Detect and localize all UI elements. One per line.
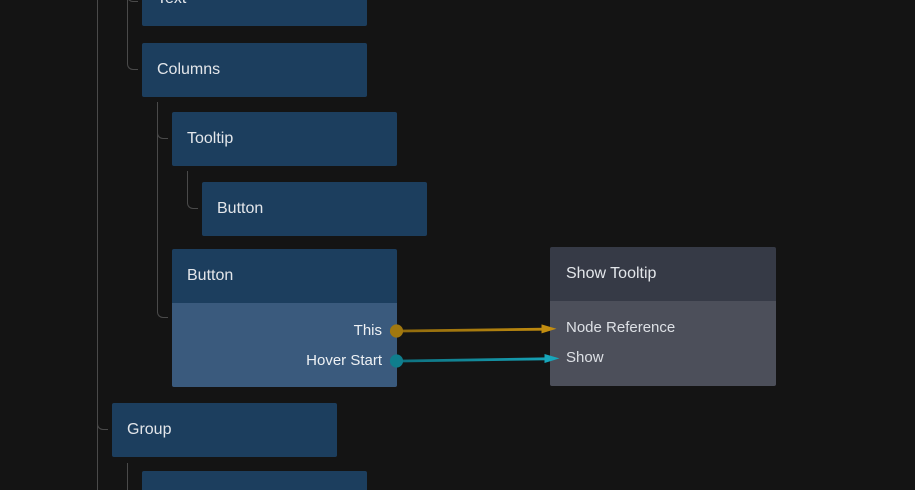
input-port-show[interactable]: Show xyxy=(566,349,604,366)
tree-node-columns-label: Columns xyxy=(157,61,221,78)
tree-node-text[interactable]: Text xyxy=(142,0,367,26)
tree-node-group-label: Group xyxy=(127,421,172,438)
button-output-ports: This Hover Start xyxy=(172,303,397,387)
guide-elbow-group xyxy=(96,420,108,430)
output-port-this[interactable]: This xyxy=(353,322,382,339)
wire-hover-start-to-show[interactable] xyxy=(401,354,560,363)
tree-node-group[interactable]: Group xyxy=(112,403,337,457)
output-port-hover-start[interactable]: Hover Start xyxy=(306,352,382,369)
tree-node-text-label: Text xyxy=(142,0,186,8)
tree-node-tooltip-label: Tooltip xyxy=(187,130,234,147)
guide-line-level3 xyxy=(186,171,198,209)
action-node-show-tooltip[interactable]: Show Tooltip Node Reference Show xyxy=(550,247,776,386)
input-port-node-reference[interactable]: Node Reference xyxy=(566,319,676,336)
tree-node-tooltip-button[interactable]: Button xyxy=(202,182,427,236)
tree-node-button-header[interactable]: Button xyxy=(172,249,397,303)
guide-line-group-children xyxy=(126,463,128,490)
tree-node-tooltip[interactable]: Tooltip xyxy=(172,112,397,166)
guide-line-level2 xyxy=(156,102,168,318)
wire-this-to-node-reference[interactable] xyxy=(401,324,557,334)
action-node-title: Show Tooltip xyxy=(566,265,657,282)
tree-node-button[interactable]: Button This Hover Start xyxy=(172,249,397,387)
tree-node-partial[interactable] xyxy=(142,471,367,490)
tree-node-tooltip-button-label: Button xyxy=(217,200,264,217)
tree-node-button-label: Button xyxy=(187,267,234,284)
tree-node-columns[interactable]: Columns xyxy=(142,43,367,97)
action-node-inputs: Node Reference Show xyxy=(550,301,776,386)
action-node-header[interactable]: Show Tooltip xyxy=(550,247,776,301)
guide-line-root xyxy=(96,0,98,490)
guide-line-level1 xyxy=(126,0,138,70)
